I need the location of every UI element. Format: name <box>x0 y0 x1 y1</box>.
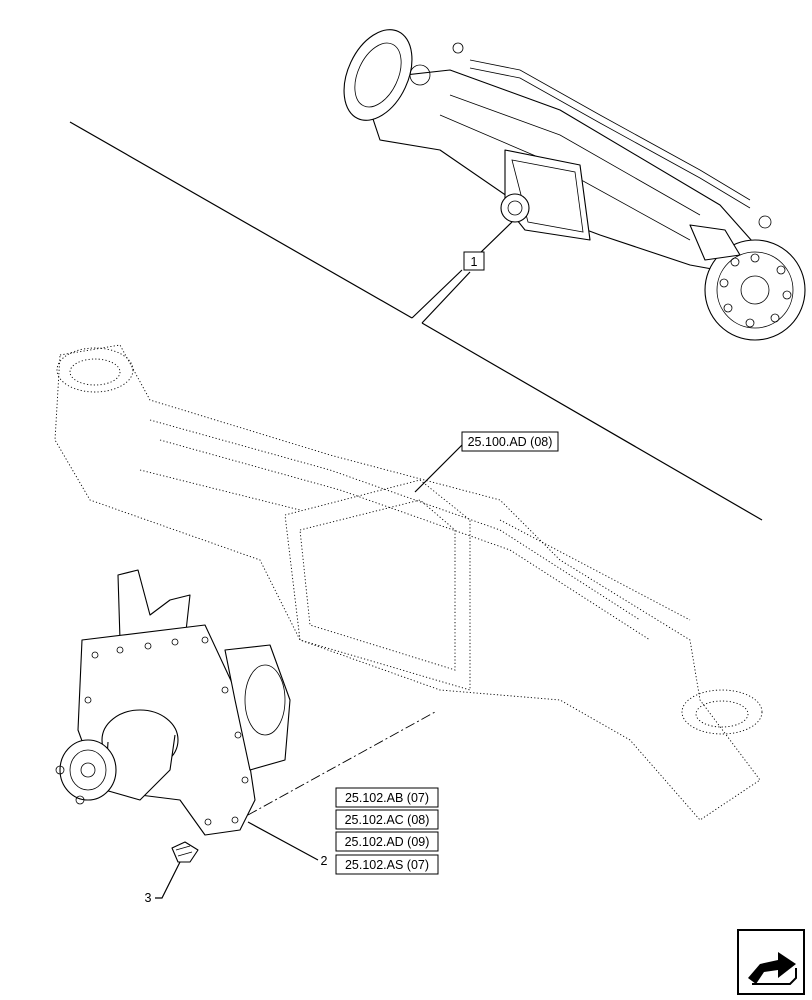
assembly-leader-lines <box>69 121 763 521</box>
callout-item-2[interactable]: 2 <box>321 854 328 868</box>
differential-illustration <box>55 569 291 836</box>
svg-text:25.102.AC (08): 25.102.AC (08) <box>345 813 430 827</box>
callout-diff-ref-ab[interactable]: 25.102.AB (07) <box>335 787 439 808</box>
axle-assembly-illustration <box>343 29 806 341</box>
callout-axle-housing[interactable]: 25.100.AD (08) <box>461 431 559 452</box>
svg-text:1: 1 <box>471 255 478 269</box>
axle-housing-illustration <box>54 344 763 821</box>
callout-item-3[interactable]: 3 <box>145 891 152 905</box>
callout-diff-ref-ac[interactable]: 25.102.AC (08) <box>335 809 439 830</box>
svg-text:25.102.AB (07): 25.102.AB (07) <box>345 791 429 805</box>
svg-text:25.102.AD (09): 25.102.AD (09) <box>345 835 430 849</box>
svg-text:25.100.AD (08): 25.100.AD (08) <box>468 435 553 449</box>
callout-item-1[interactable]: 1 <box>463 251 485 271</box>
bolt-illustration <box>171 841 199 863</box>
svg-text:2: 2 <box>321 854 328 868</box>
svg-text:25.102.AS (07): 25.102.AS (07) <box>345 858 429 872</box>
callout-diff-ref-as[interactable]: 25.102.AS (07) <box>335 854 439 875</box>
callout-diff-ref-ad[interactable]: 25.102.AD (09) <box>335 831 439 852</box>
arrow-icon[interactable] <box>737 929 805 995</box>
svg-text:3: 3 <box>145 891 152 905</box>
housing-leader-line <box>414 444 463 493</box>
item3-leader-line <box>155 861 181 899</box>
item2-leader-line <box>247 821 319 861</box>
